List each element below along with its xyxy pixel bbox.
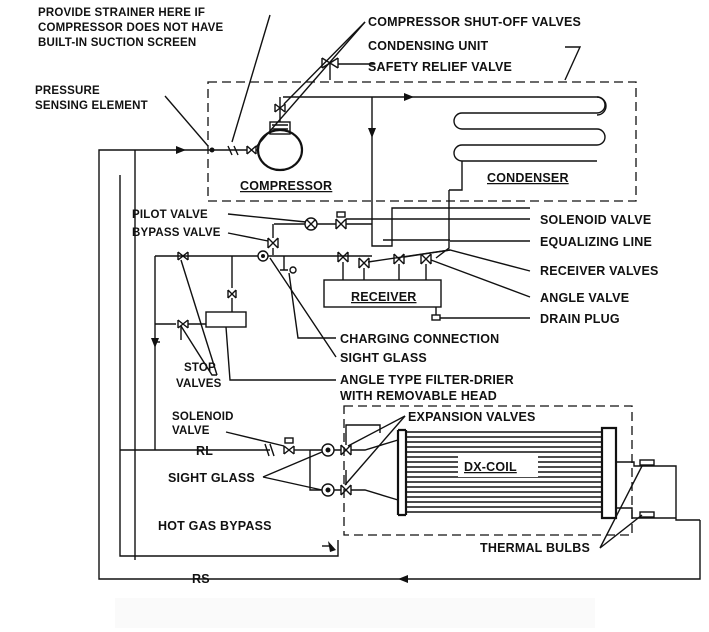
rs-label: RS	[192, 572, 210, 586]
dx-coil-header	[396, 428, 408, 517]
drain-plug-label: DRAIN PLUG	[540, 312, 620, 326]
thermal-bulbs-label: THERMAL BULBS	[480, 541, 590, 555]
flow-arrow-icon	[328, 541, 336, 552]
sight-glass-lower-label: SIGHT GLASS	[168, 471, 255, 485]
pressure-sensing-point	[209, 147, 215, 153]
condensing-unit-boundary	[207, 81, 637, 202]
expansion-valve-1-icon	[340, 444, 352, 456]
filter-stop-valve-icon	[227, 289, 237, 299]
solenoid-valve-label: SOLENOID VALVE	[540, 213, 651, 227]
flow-arrow-icon	[404, 93, 414, 101]
dx-coil-suction-header	[600, 426, 618, 520]
bypass-valve-label: BYPASS VALVE	[132, 227, 221, 239]
dx-coil-label: DX-COIL	[464, 460, 517, 474]
strainer-note-line3: BUILT-IN SUCTION SCREEN	[38, 37, 196, 49]
flow-arrow-icon	[176, 146, 186, 154]
condenser-outlet	[449, 161, 463, 191]
charging-connection-icon	[280, 256, 288, 271]
condenser-label: CONDENSER	[487, 171, 569, 185]
expansion-valve-2-icon	[340, 484, 352, 496]
equalizing-line-label: EQUALIZING LINE	[540, 235, 652, 249]
thermal-bulb-1-icon	[639, 459, 655, 466]
condenser-to-receiver-line	[435, 190, 450, 259]
receiver-label: RECEIVER	[351, 290, 417, 304]
suction-line-rs	[98, 149, 701, 580]
angle-valve-icon	[420, 253, 432, 265]
hot-gas-bypass-line	[119, 175, 339, 557]
stop-valve-lower-icon	[177, 319, 189, 329]
receiver-valves-label: RECEIVER VALVES	[540, 264, 659, 278]
equalizing-line	[371, 207, 530, 247]
strainer-note-line1: PROVIDE STRAINER HERE IF	[38, 7, 205, 19]
hot-gas-bypass-label: HOT GAS BYPASS	[158, 519, 272, 533]
distributor-lines	[351, 439, 399, 501]
suction-shutoff-valve-icon	[246, 145, 257, 155]
condenser-coil	[453, 96, 606, 162]
filter-drier-label-line1: ANGLE TYPE FILTER-DRIER	[340, 373, 514, 387]
faded-caption-band	[115, 598, 595, 628]
condenser-bend	[596, 96, 607, 116]
flow-arrow-icon	[398, 575, 408, 583]
sight-glass-upper-label: SIGHT GLASS	[340, 351, 427, 365]
dx-coil-enclosure	[343, 405, 633, 536]
receiver-valve-1-icon	[337, 251, 349, 263]
receiver-valve-3-icon	[393, 253, 405, 265]
condensing-unit-label: CONDENSING UNIT	[368, 39, 489, 53]
compressor-shutoff-label: COMPRESSOR SHUT-OFF VALVES	[368, 15, 581, 29]
receiver-tank	[323, 279, 442, 308]
leader-lines	[164, 14, 643, 549]
compressor-label: COMPRESSOR	[240, 179, 332, 193]
rl-label: RL	[196, 444, 213, 458]
solenoid-label-line1: SOLENOID	[172, 411, 234, 423]
expansion-valves-label: EXPANSION VALVES	[408, 410, 536, 424]
filter-drier-label-line2: WITH REMOVABLE HEAD	[340, 389, 497, 403]
bypass-valve-icon	[267, 237, 279, 249]
thermal-bulb-2-icon	[639, 511, 655, 518]
discharge-shutoff-valve-icon	[274, 103, 286, 113]
filter-drier-icon	[205, 311, 247, 328]
stop-valve-icon	[177, 251, 189, 261]
labels: PROVIDE STRAINER HERE IF COMPRESSOR DOES…	[35, 7, 659, 586]
pressure-label-line2: SENSING ELEMENT	[35, 100, 148, 112]
pressure-label-line1: PRESSURE	[35, 85, 100, 97]
pilot-valve-label: PILOT VALVE	[132, 209, 208, 221]
stop-valves-label-line2: VALVES	[176, 378, 222, 390]
receiver-valve-2-icon	[358, 257, 370, 269]
strainer-lower-icon	[264, 443, 275, 457]
charging-connection-label: CHARGING CONNECTION	[340, 332, 499, 346]
compressor-body	[256, 128, 304, 172]
angle-valve-label: ANGLE VALVE	[540, 291, 629, 305]
solenoid-label-line2: VALVE	[172, 425, 210, 437]
liquid-solenoid-valve-icon	[283, 445, 295, 455]
strainer-note-line2: COMPRESSOR DOES NOT HAVE	[38, 22, 224, 34]
stop-valves-label-line1: STOP	[184, 362, 216, 374]
pilot-solenoid-valve-icon	[335, 218, 347, 230]
coil-suction-outlet	[616, 461, 700, 521]
flow-arrow-icon	[368, 128, 376, 138]
safety-relief-label: SAFETY RELIEF VALVE	[368, 60, 512, 74]
